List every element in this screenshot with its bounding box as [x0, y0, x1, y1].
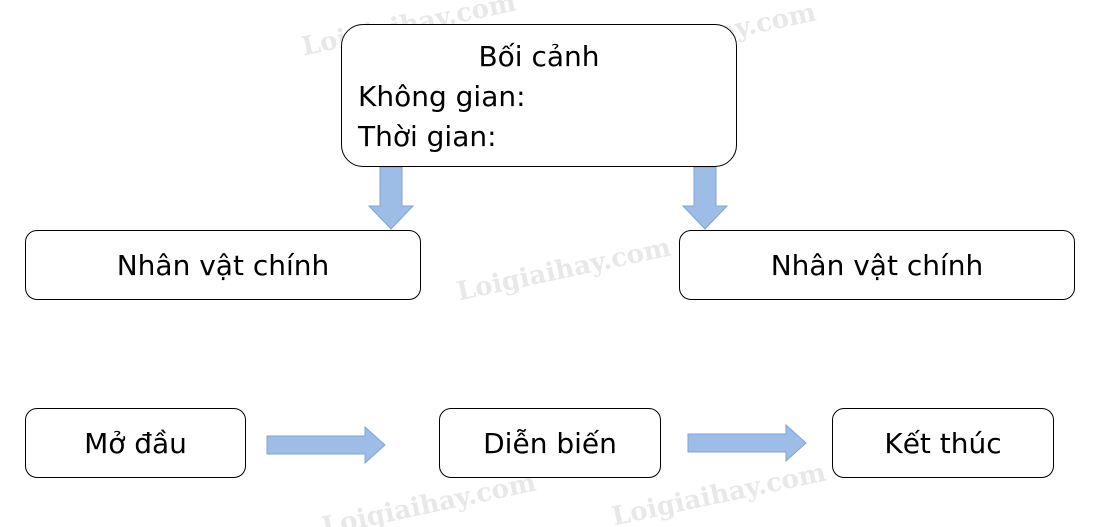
arrow-right-1 [266, 425, 386, 465]
arrow-right-2 [687, 423, 807, 463]
space-label: Không gian: [358, 80, 526, 113]
time-label: Thời gian: [358, 120, 497, 153]
main-character-left-box: Nhân vật chính [25, 230, 421, 300]
arrow-down-left [367, 166, 415, 230]
start-box: Mở đầu [25, 408, 246, 478]
arrow-down-right [681, 166, 729, 230]
main-character-right-box: Nhân vật chính [679, 230, 1075, 300]
ending-label: Kết thúc [884, 426, 1002, 460]
ending-box: Kết thúc [832, 408, 1054, 478]
development-box: Diễn biến [439, 408, 661, 478]
main-character-left-label: Nhân vật chính [116, 248, 330, 282]
start-label: Mở đầu [84, 426, 187, 460]
main-character-right-label: Nhân vật chính [770, 248, 984, 282]
context-box: Bối cảnh Không gian: Thời gian: [341, 24, 737, 167]
development-label: Diễn biến [483, 426, 617, 460]
context-title: Bối cảnh [478, 40, 600, 73]
